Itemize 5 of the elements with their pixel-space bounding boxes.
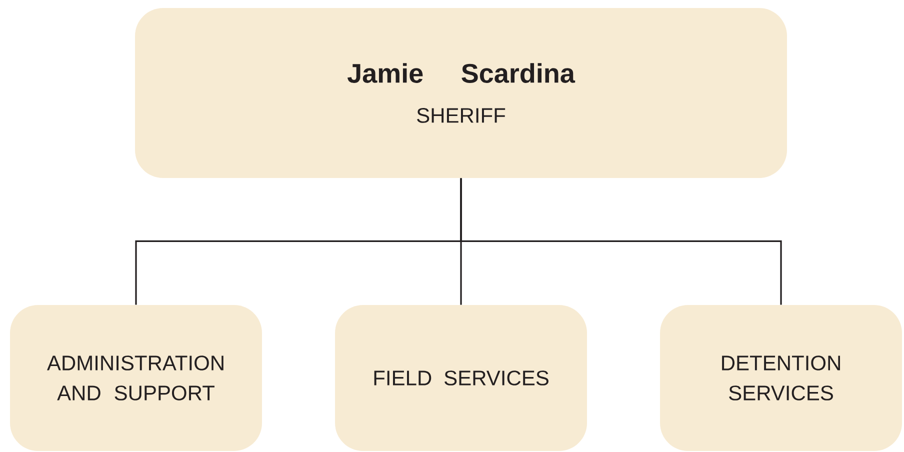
org-box: DETENTION SERVICES	[660, 305, 902, 451]
connector-line	[460, 178, 782, 305]
org-box: Jamie Scardina SHERIFF	[135, 8, 788, 178]
org-box: ADMINISTRATION AND SUPPORT	[10, 305, 262, 451]
org-box: FIELD SERVICES	[335, 305, 587, 451]
